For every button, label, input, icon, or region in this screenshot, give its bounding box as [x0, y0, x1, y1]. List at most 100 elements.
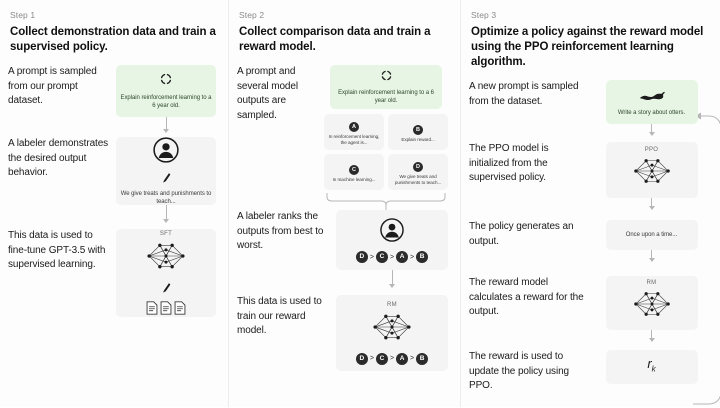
ppo-model-card[interactable]: PPO: [605, 142, 698, 198]
step-2-row-2-description: A labeler ranks the outputs from best to…: [237, 211, 324, 251]
step-1-row-1: A prompt is sampled from our prompt data…: [8, 65, 216, 137]
ranking-row: D > C > A > B: [355, 352, 429, 365]
model-output-d-text: We give treats and punishments to teach.…: [394, 173, 442, 185]
ranking-badge-2: C: [375, 352, 388, 365]
ranking-separator: >: [369, 253, 374, 261]
person-icon: [152, 136, 180, 169]
reward-symbol: rk: [647, 357, 655, 377]
labeler-ranking-card[interactable]: D > C > A > B: [336, 210, 448, 270]
step-3-row-1: A new prompt is sampled from the dataset…: [469, 80, 708, 142]
step-1-row-2-figure: We give treats and punishments to teach.…: [116, 137, 216, 225]
model-output-c-text: In machine learning...: [332, 176, 376, 182]
step-2-row-2-figure: D > C > A > B: [336, 210, 448, 290]
output-badge-b: B: [413, 124, 423, 135]
step-2-row-1: A prompt and several model outputs are s…: [237, 65, 448, 216]
step-2-row-1-figure: Explain reinforcement learning to a 6 ye…: [324, 65, 448, 222]
step-1-row-3: This data is used to fine-tune GPT-3.5 w…: [8, 229, 216, 329]
rm-model-label: RM: [387, 301, 397, 308]
arrow-down-icon: [647, 124, 657, 138]
otter-icon: [639, 88, 665, 106]
output-badge-d: D: [413, 161, 423, 172]
neural-network-icon: [143, 238, 189, 279]
step-1-rows: A prompt is sampled from our prompt data…: [8, 65, 216, 329]
ranking-badge-2: C: [375, 251, 388, 263]
sft-model-label: SFT: [159, 231, 173, 237]
labeler-card-text: We give treats and punishments to teach.…: [120, 191, 212, 205]
step-2-rows: A prompt and several model outputs are s…: [237, 65, 448, 385]
ranking-separator: >: [369, 355, 374, 362]
circular-arrows-icon: [380, 69, 393, 87]
step-3-row-2: The PPO model is initialized from the su…: [469, 142, 708, 220]
ranking-badge-3: A: [396, 251, 409, 263]
step-1-row-2: A labeler demonstrates the desired outpu…: [8, 137, 216, 229]
step-3-row-5: The reward is used to update the policy …: [469, 350, 708, 394]
rm-model-card[interactable]: RM: [336, 295, 448, 371]
ranking-separator: >: [410, 253, 415, 261]
generated-output-card[interactable]: Once upon a time...: [605, 220, 698, 250]
ranking-badge-4: B: [416, 352, 429, 365]
step-1-row-1-description: A prompt is sampled from our prompt data…: [8, 66, 97, 106]
ppo-model-label: PPO: [644, 147, 659, 153]
step-1-title: Collect demonstration data and train a s…: [10, 26, 216, 53]
prompt-card-text: Explain reinforcement learning to a 6 ye…: [338, 90, 434, 104]
step-2-title: Collect comparison data and train a rewa…: [239, 26, 431, 53]
step-3-row-5-figure: rk: [595, 350, 708, 384]
step-1-row-3-figure: SFT: [116, 229, 216, 317]
prompt-card[interactable]: Explain reinforcement learning to a 6 ye…: [330, 65, 442, 109]
arrow-down-icon: [647, 330, 657, 344]
ranking-separator: >: [389, 355, 395, 362]
arrow-down-icon: [161, 205, 171, 225]
neural-network-icon: [630, 154, 674, 193]
arrow-down-icon: [161, 117, 171, 135]
step-2-row-3: This data is used to train our reward mo…: [237, 295, 448, 385]
output-badge-a: A: [349, 121, 359, 132]
pen-icon: [161, 281, 171, 299]
step-3-column: Step 3 Optimize a policy against the rew…: [460, 0, 720, 407]
sft-model-card[interactable]: SFT: [116, 229, 216, 317]
step-3-row-5-description: The reward is used to update the policy …: [469, 351, 569, 391]
step-1-column: Step 1 Collect demonstration data and tr…: [0, 0, 228, 407]
model-output-a[interactable]: A In reinforcement learning, the agent i…: [324, 114, 384, 150]
model-outputs-grid: A In reinforcement learning, the agent i…: [324, 114, 448, 190]
step-3-row-1-description: A new prompt is sampled from the dataset…: [469, 81, 579, 107]
rm-model-card[interactable]: RM: [605, 276, 698, 330]
model-output-a-text: In reinforcement learning, the agent is.…: [328, 133, 380, 145]
labeler-card[interactable]: We give treats and punishments to teach.…: [116, 137, 216, 205]
prompt-card[interactable]: Write a story about otters.: [605, 80, 698, 124]
ranking-badge-1: D: [355, 352, 368, 365]
step-2-row-3-figure: RM: [336, 295, 448, 371]
circular-arrows-icon: [159, 72, 173, 91]
model-output-c[interactable]: C In machine learning...: [324, 154, 384, 190]
prompt-card-text: Explain reinforcement learning to a 6 ye…: [120, 95, 212, 109]
step-3-row-2-description: The PPO model is initialized from the su…: [469, 143, 549, 183]
reward-symbol-base: r: [647, 356, 652, 372]
ranking-row: D > C > A > B: [355, 251, 429, 263]
step-3-title: Optimize a policy against the reward mod…: [471, 26, 704, 68]
prompt-card[interactable]: Explain reinforcement learning to a 6 ye…: [116, 65, 216, 117]
arrow-down-icon: [647, 250, 657, 264]
step-3-row-3-figure: Once upon a time...: [595, 220, 708, 264]
step-1-label: Step 1: [10, 10, 36, 20]
step-3-label: Step 3: [471, 10, 497, 20]
step-3-row-4-description: The reward model calculates a reward for…: [469, 277, 584, 317]
prompt-card-text: Write a story about otters.: [617, 109, 686, 116]
arrow-down-icon: [647, 198, 657, 212]
model-output-d[interactable]: D We give treats and punishments to teac…: [388, 154, 448, 190]
step-3-rows: A new prompt is sampled from the dataset…: [469, 80, 720, 405]
step-2-label: Step 2: [239, 10, 265, 20]
reward-value-card[interactable]: rk: [605, 350, 698, 384]
neural-network-icon: [630, 287, 674, 326]
rm-model-label: RM: [646, 280, 657, 286]
ranking-separator: >: [389, 253, 395, 261]
generated-output-text: Once upon a time...: [625, 232, 678, 238]
step-2-row-1-description: A prompt and several model outputs are s…: [237, 66, 298, 121]
step-2-row-3-description: This data is used to train our reward mo…: [237, 296, 322, 336]
model-output-b[interactable]: B Explain reward...: [388, 114, 448, 150]
ranking-badge-1: D: [355, 251, 368, 263]
step-3-row-1-figure: Write a story about otters.: [595, 80, 708, 138]
reward-symbol-subscript: k: [651, 364, 656, 374]
step-1-row-3-description: This data is used to fine-tune GPT-3.5 w…: [8, 230, 106, 270]
documents-icon: [146, 301, 186, 315]
step-3-row-3: The policy generates an output. Once upo…: [469, 220, 708, 276]
